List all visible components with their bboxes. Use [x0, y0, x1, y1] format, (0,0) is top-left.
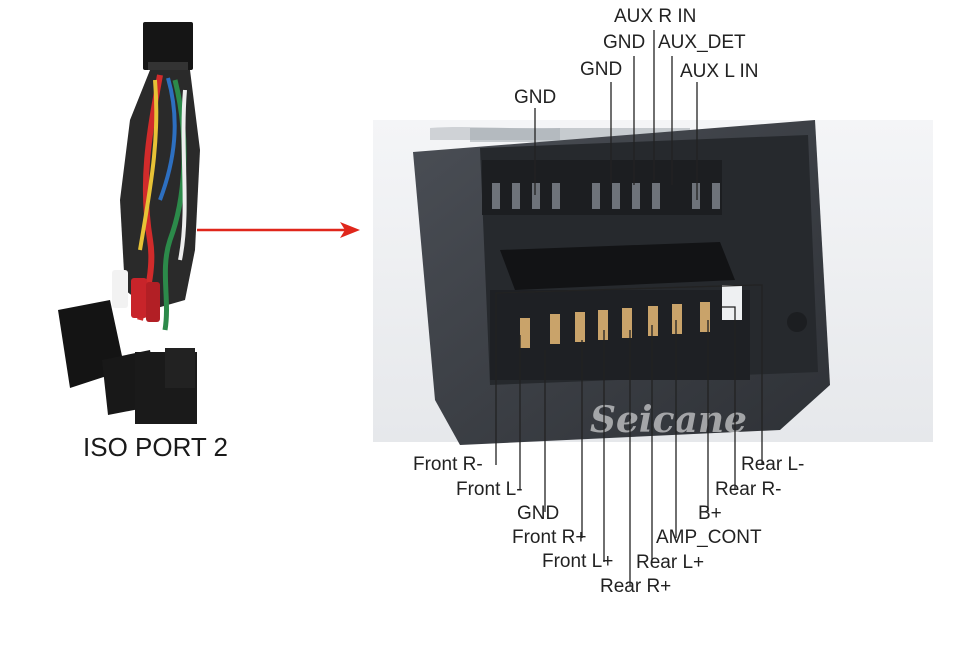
- top-leader-lines: [534, 30, 698, 200]
- label-rear-l-plus: Rear L+: [636, 552, 705, 573]
- watermark-text: Seicane: [590, 399, 747, 441]
- label-amp-cont: AMP_CONT: [656, 527, 762, 548]
- label-front-r-minus: Front R-: [413, 454, 483, 475]
- port-title: ISO PORT 2: [83, 432, 228, 462]
- harness-top-plug: [143, 22, 193, 70]
- label-gnd-top-3: GND: [514, 87, 557, 108]
- label-aux-l-in: AUX L IN: [680, 61, 759, 82]
- label-rear-l-minus: Rear L-: [741, 454, 805, 475]
- bottom-leader-lines: [495, 284, 763, 586]
- label-front-l-minus: Front L-: [456, 479, 523, 500]
- rca-red: [131, 278, 147, 318]
- label-gnd-top-2: GND: [580, 59, 623, 80]
- label-gnd-top-1: GND: [603, 32, 646, 53]
- rca-white: [112, 270, 128, 308]
- harness-top-plug-pins: [148, 62, 188, 70]
- white-wire: [178, 89, 187, 261]
- harness-bundle: [120, 70, 200, 310]
- label-rear-r-plus: Rear R+: [600, 576, 672, 597]
- label-aux-det: AUX_DET: [658, 32, 746, 53]
- wire-harness: [58, 22, 200, 424]
- label-rear-r-minus: Rear R-: [715, 479, 782, 500]
- label-front-l-plus: Front L+: [542, 551, 614, 572]
- pointer-arrow: [197, 222, 360, 238]
- rca-red-2: [146, 282, 160, 322]
- label-gnd-bottom: GND: [517, 503, 560, 524]
- connector-housing: [413, 120, 830, 445]
- label-b-plus: B+: [698, 503, 722, 524]
- label-front-r-plus: Front R+: [512, 527, 587, 548]
- label-aux-r-in: AUX R IN: [614, 6, 697, 27]
- yellow-wire: [138, 79, 159, 251]
- connector-block-4: [165, 348, 195, 388]
- blue-wire: [158, 77, 177, 201]
